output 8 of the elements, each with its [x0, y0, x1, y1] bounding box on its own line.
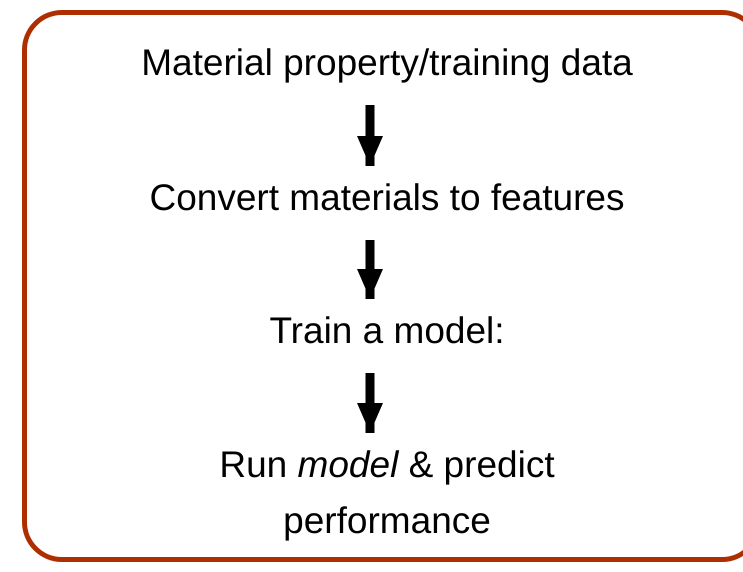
step-text: Convert materials to features	[37, 170, 737, 226]
arrow	[357, 105, 383, 166]
rounded-frame	[22, 10, 743, 562]
arrow	[357, 373, 383, 433]
step-text: Train a model:	[37, 303, 737, 359]
arrow	[357, 240, 383, 299]
step-text: Run model & predict performance	[177, 437, 597, 549]
step-text: Material property/training data	[37, 35, 737, 91]
